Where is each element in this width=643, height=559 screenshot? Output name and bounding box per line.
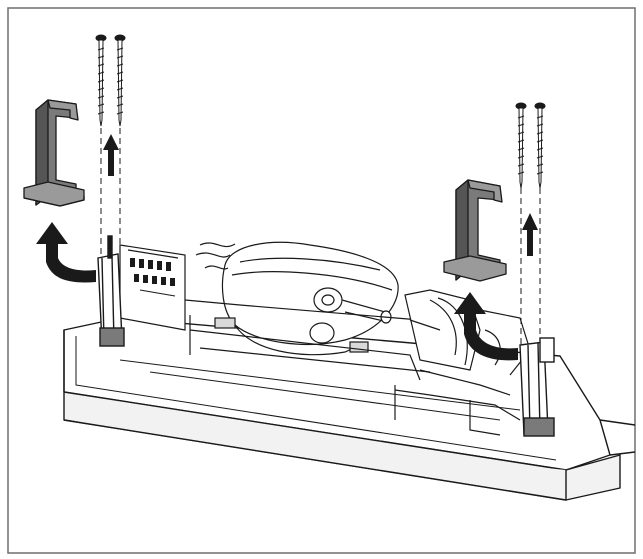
guide-lines [100,128,541,345]
screw-icon [95,34,546,189]
bracket-left [23,99,85,207]
arrow-up-icon [103,134,538,256]
right-mount-post [519,337,555,437]
bracket-right [443,179,507,282]
left-mount-post [97,235,125,347]
arrow-curved-icon [36,222,518,361]
compressor-assembly [119,241,531,436]
